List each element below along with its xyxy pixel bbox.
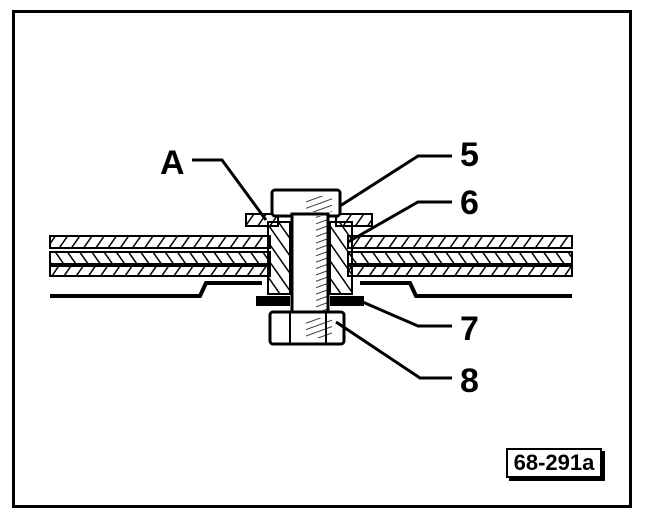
leader-5 xyxy=(339,154,452,208)
leader-7 xyxy=(357,298,452,328)
leader-lines xyxy=(192,154,452,380)
leader-8 xyxy=(335,320,452,380)
label-6: 6 xyxy=(460,184,479,222)
label-7: 7 xyxy=(460,310,479,348)
label-a: A xyxy=(160,144,185,182)
panel-left xyxy=(49,235,271,298)
leader-a xyxy=(192,158,268,221)
nut xyxy=(268,310,346,346)
washer-lower xyxy=(256,296,364,306)
bolt-screw xyxy=(270,188,342,334)
spacer-sleeve xyxy=(267,221,353,295)
panel-right xyxy=(347,235,573,298)
drawing-frame xyxy=(12,10,632,508)
figure-reference-code: 68-291a xyxy=(506,448,602,478)
label-5: 5 xyxy=(460,136,479,174)
leader-6 xyxy=(347,200,452,244)
label-8: 8 xyxy=(460,362,479,400)
